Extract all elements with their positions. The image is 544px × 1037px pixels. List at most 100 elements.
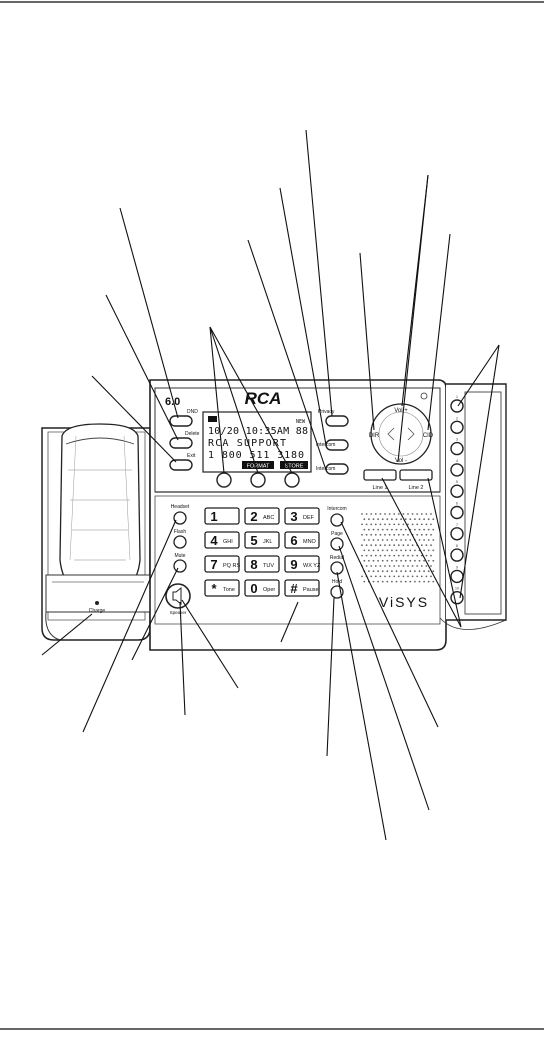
memory-key-7[interactable]: 7 bbox=[450, 523, 464, 541]
memory-key-2[interactable]: 2 bbox=[450, 416, 464, 434]
lcd-softkey-right: STORE bbox=[285, 464, 304, 470]
grille-hole bbox=[374, 523, 377, 526]
grille-hole bbox=[386, 518, 389, 521]
memory-key-4[interactable]: 4 bbox=[450, 459, 464, 477]
grille-hole bbox=[432, 570, 435, 573]
keypad-letters: ABC bbox=[263, 515, 274, 521]
grille-hole bbox=[416, 513, 419, 515]
privacy-label: Privacy bbox=[318, 409, 335, 415]
memory-key-number: 4 bbox=[456, 459, 458, 463]
grille-hole bbox=[407, 513, 409, 515]
grille-hole bbox=[393, 554, 396, 557]
grille-hole bbox=[361, 533, 363, 536]
line-2-button[interactable]: Line 2 bbox=[399, 469, 433, 491]
memory-key-number: 2 bbox=[456, 416, 458, 420]
grille-hole bbox=[370, 523, 373, 526]
grille-hole bbox=[420, 544, 423, 547]
grille-hole bbox=[381, 559, 384, 562]
memory-key-6[interactable]: 6 bbox=[450, 502, 464, 520]
grille-hole bbox=[430, 565, 432, 567]
keypad-letters: Oper bbox=[263, 587, 275, 593]
softkey-2[interactable] bbox=[250, 472, 266, 488]
charge-led bbox=[95, 601, 99, 605]
grille-hole bbox=[427, 518, 430, 521]
page-key[interactable]: Page bbox=[330, 531, 344, 551]
speaker-button[interactable]: Speaker bbox=[165, 583, 191, 615]
keypad-digit: # bbox=[290, 581, 298, 596]
grille-hole bbox=[374, 575, 377, 578]
grille-hole bbox=[365, 544, 368, 547]
memory-key-number: 7 bbox=[456, 523, 458, 527]
grille-hole bbox=[381, 580, 384, 583]
grille-hole bbox=[423, 570, 425, 573]
grille-hole bbox=[407, 523, 409, 526]
keypad-digit: 0 bbox=[250, 581, 257, 596]
dnd-button[interactable]: DND bbox=[169, 409, 198, 427]
grille-hole bbox=[402, 554, 405, 557]
grille-hole bbox=[400, 518, 402, 521]
line-1-button[interactable]: Line 1 bbox=[363, 469, 397, 491]
grille-hole bbox=[420, 533, 423, 536]
delete-button[interactable]: Delete bbox=[169, 431, 200, 449]
grille-hole bbox=[391, 518, 393, 521]
grille-hole bbox=[395, 539, 398, 541]
grille-hole bbox=[430, 575, 432, 578]
keypad-letters: GHI bbox=[223, 539, 233, 545]
grille-hole bbox=[409, 549, 412, 552]
grille-hole bbox=[395, 570, 398, 573]
memory-key-8[interactable]: 8 bbox=[450, 544, 464, 562]
grille-hole bbox=[432, 559, 435, 562]
keypad-letters: TUV bbox=[263, 563, 274, 569]
privacy-button[interactable]: Privacy bbox=[318, 409, 349, 427]
grille-hole bbox=[425, 523, 428, 526]
grille-hole bbox=[377, 580, 379, 583]
keypad-key-10[interactable]: *Tone bbox=[204, 579, 240, 597]
softkey-1[interactable] bbox=[216, 472, 232, 488]
intercom-key[interactable]: Intercom bbox=[327, 506, 347, 527]
memory-key-number: 6 bbox=[456, 502, 458, 506]
grille-hole bbox=[386, 549, 389, 552]
grille-hole bbox=[361, 523, 363, 526]
grille-hole bbox=[416, 554, 419, 557]
grille-hole bbox=[416, 523, 419, 526]
version-badge: 6.0 bbox=[165, 396, 180, 408]
grille-hole bbox=[381, 570, 384, 573]
softkey-3[interactable] bbox=[284, 472, 300, 488]
memory-key-5[interactable]: 5 bbox=[450, 480, 464, 498]
mute-button[interactable]: Mute bbox=[173, 553, 187, 573]
grille-hole bbox=[368, 518, 370, 521]
keypad-key-1[interactable]: 1 bbox=[204, 507, 240, 525]
headset-button[interactable]: Headset bbox=[171, 504, 190, 525]
redial-key[interactable]: Redial bbox=[330, 555, 344, 575]
grille-hole bbox=[423, 549, 425, 552]
memory-key-3[interactable]: 3 bbox=[450, 438, 464, 456]
vol-up-label: Vol + bbox=[394, 408, 408, 414]
grille-hole bbox=[363, 559, 366, 562]
grille-hole bbox=[377, 539, 379, 541]
flash-button[interactable]: Flash bbox=[173, 529, 187, 549]
keypad-key-12[interactable]: #Pause bbox=[284, 579, 320, 597]
grille-hole bbox=[397, 554, 400, 557]
grille-hole bbox=[411, 544, 414, 547]
grille-hole bbox=[384, 544, 386, 547]
memory-key-9[interactable]: 9 bbox=[450, 565, 464, 584]
grille-hole bbox=[388, 565, 391, 567]
grille-hole bbox=[374, 565, 377, 567]
keypad-key-11[interactable]: 0 Oper bbox=[244, 579, 280, 597]
handset-cradle: Charge bbox=[41, 423, 151, 641]
grille-hole bbox=[370, 575, 373, 578]
grille-hole bbox=[379, 523, 382, 526]
grille-hole bbox=[370, 554, 373, 557]
grille-hole bbox=[420, 513, 423, 515]
headset-label: Headset bbox=[171, 504, 190, 510]
exit-button[interactable]: Exit bbox=[169, 453, 196, 471]
